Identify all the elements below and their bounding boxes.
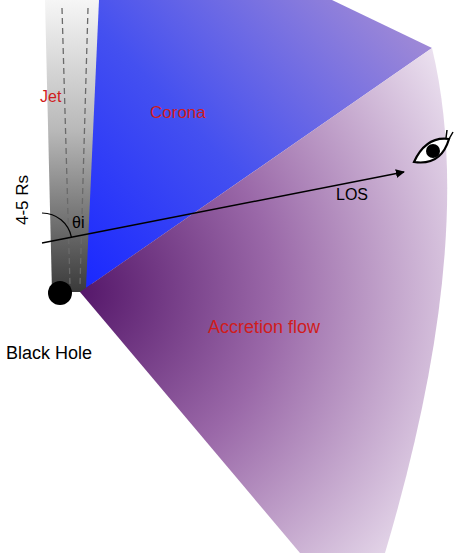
corona-region-label: Corona [150, 104, 206, 123]
black-hole-label: Black Hole [6, 344, 92, 364]
black-hole: Black Hole [0, 276, 130, 376]
accretion-flow-region: Accretion flow [76, 40, 467, 553]
jet-region-label: Jet [40, 88, 61, 106]
accretion-flow-region-label: Accretion flow [208, 318, 320, 338]
angle-label: θi [72, 214, 84, 232]
accretion-flow-region-shape [76, 40, 467, 553]
size-label: 4-5 Rs [14, 175, 33, 225]
los-label: LOS [336, 186, 368, 204]
